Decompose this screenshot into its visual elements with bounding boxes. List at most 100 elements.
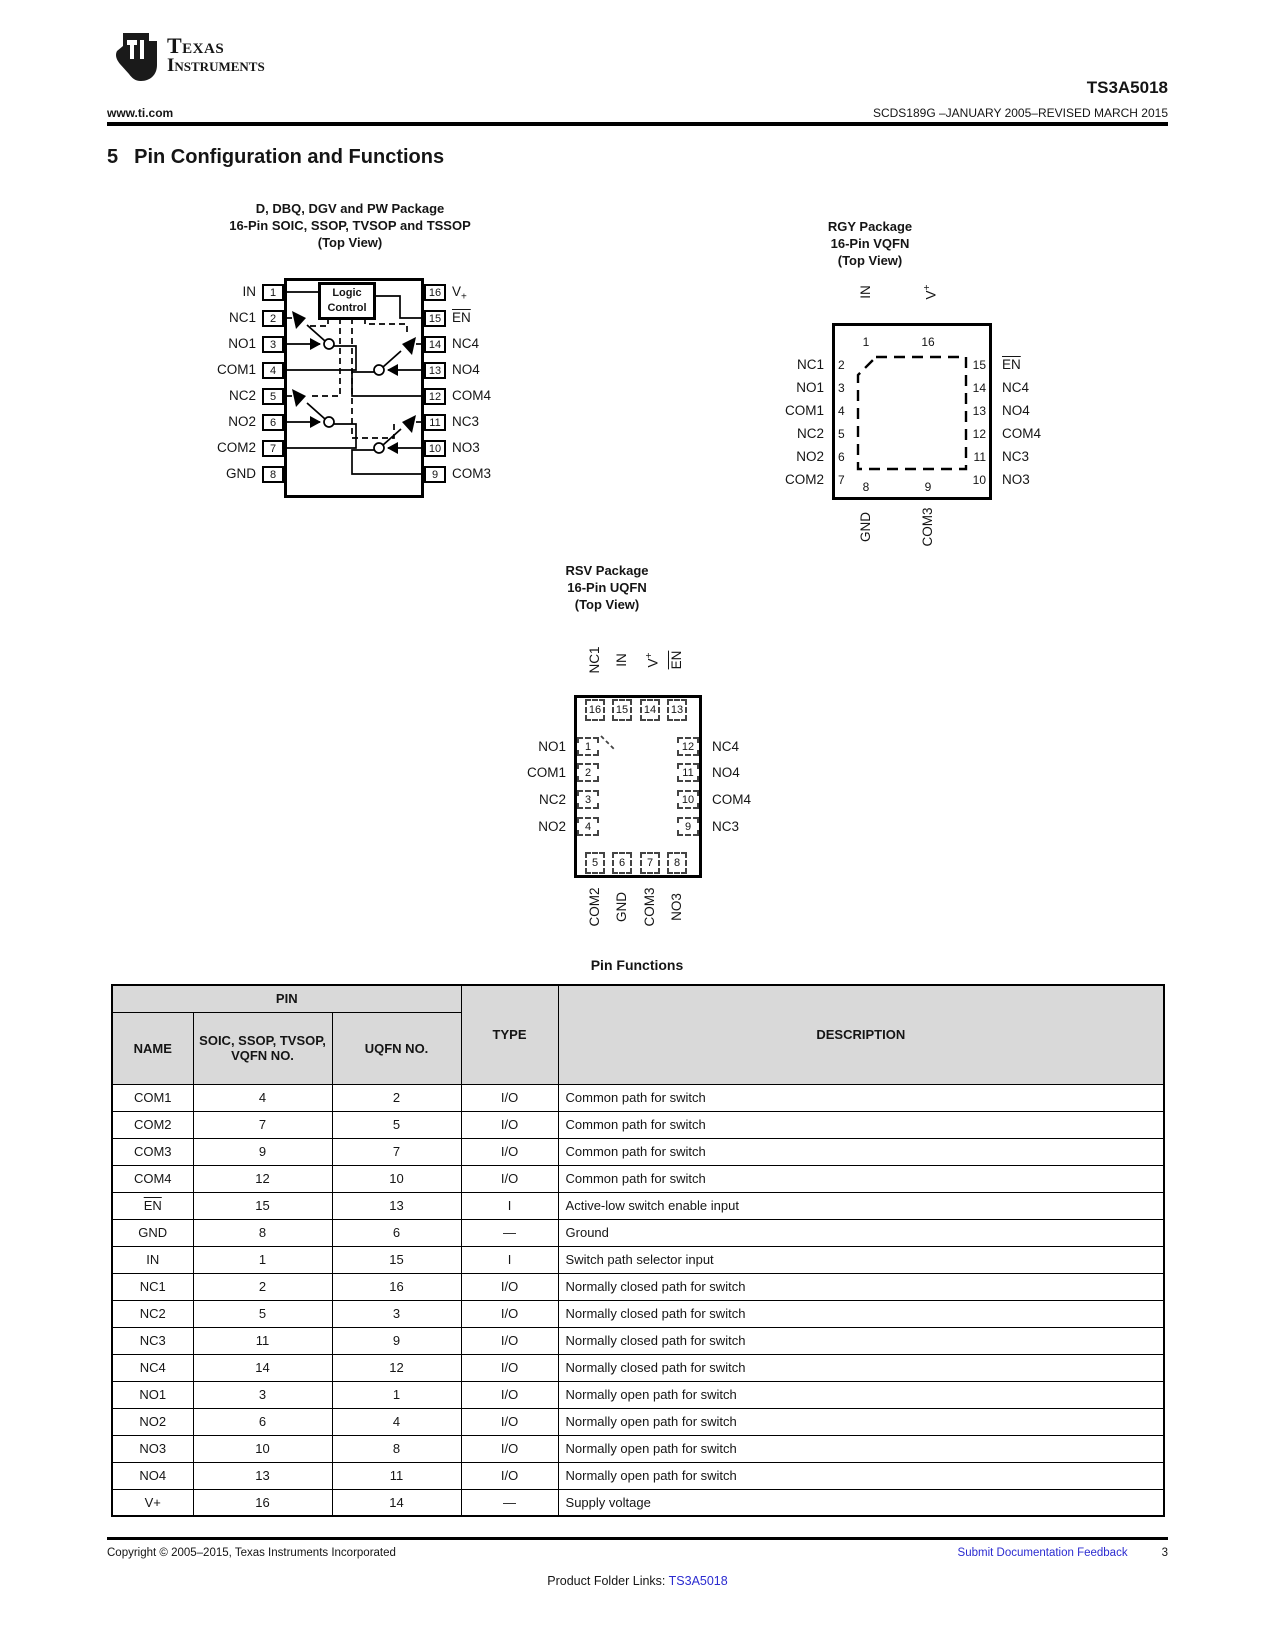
cell-uqfn-no: 1 — [331, 1380, 462, 1409]
cell-uqfn-no: 8 — [331, 1434, 462, 1463]
pin-label: COM2 — [784, 472, 824, 487]
pkg-title-line: 16-Pin UQFN — [567, 580, 647, 595]
cell-type: I/O — [460, 1164, 559, 1193]
soic-package-title: D, DBQ, DGV and PW Package 16-Pin SOIC, … — [160, 200, 540, 251]
pin-label: NC3 — [1002, 449, 1030, 464]
part-number: TS3A5018 — [1086, 78, 1168, 97]
page-number: 3 — [1161, 1547, 1168, 1559]
pin-pad: 16 — [585, 699, 605, 721]
cell-type: I/O — [460, 1434, 559, 1463]
copyright-notice: Copyright © 2005–2015, Texas Instruments… — [107, 1547, 396, 1559]
pin-number: 2 — [838, 358, 845, 372]
cell-type: I/O — [460, 1083, 559, 1112]
table-header-row: PIN TYPE DESCRIPTION — [111, 984, 1165, 1085]
pin-label: NC3 — [452, 414, 480, 429]
pin-label: NO3 — [1002, 472, 1030, 487]
cell-name: V+ — [111, 1488, 194, 1517]
pin-label: NO1 — [538, 739, 566, 754]
pin-pad: 1 — [577, 737, 599, 756]
pin-label: NO3 — [669, 893, 684, 921]
website-link[interactable]: www.ti.com — [107, 106, 174, 120]
pkg-title-line: (Top View) — [837, 253, 903, 268]
cell-description: Common path for switch — [557, 1110, 1165, 1139]
pin-number: 3 — [838, 381, 845, 395]
pin-label: V+ — [642, 628, 661, 692]
pin-box: 2 — [262, 310, 284, 327]
cell-description: Normally closed path for switch — [557, 1353, 1165, 1382]
ti-logo: Texas Instruments — [113, 30, 265, 84]
col-header-pin: PIN — [111, 984, 462, 1013]
cell-type: I/O — [460, 1137, 559, 1166]
pin-label: NC1 — [228, 310, 256, 325]
pin-box: 5 — [262, 388, 284, 405]
pin-label: NO1 — [796, 380, 824, 395]
cell-name: NC2 — [111, 1299, 194, 1328]
pin-pad: 2 — [577, 763, 599, 782]
pin-label: NC3 — [712, 819, 740, 834]
pin-label: COM2 — [587, 887, 602, 927]
pin-box: 7 — [262, 440, 284, 457]
product-folder-links: Product Folder Links: TS3A5018 — [0, 1574, 1275, 1588]
pin-functions-title: Pin Functions — [590, 957, 684, 973]
col-header-description: DESCRIPTION — [557, 984, 1165, 1085]
pin-box: 13 — [424, 362, 446, 379]
logic-label: Logic — [332, 287, 362, 299]
cell-uqfn-no: 2 — [331, 1083, 462, 1112]
cell-name: EN — [111, 1191, 194, 1220]
footer-rule — [107, 1537, 1168, 1540]
pin-box: 12 — [424, 388, 446, 405]
pin-label: NC2 — [796, 426, 824, 441]
cell-description: Common path for switch — [557, 1137, 1165, 1166]
cell-soic-no: 11 — [192, 1326, 333, 1355]
cell-uqfn-no: 6 — [331, 1218, 462, 1247]
cell-description: Common path for switch — [557, 1164, 1165, 1193]
pin-label: NO4 — [712, 765, 740, 780]
pkg-title-line: (Top View) — [574, 597, 640, 612]
pin-label: NC4 — [1002, 380, 1030, 395]
col-header-uqfn-no: UQFN NO. — [331, 1011, 462, 1085]
brand-texas: Texas — [167, 33, 225, 58]
cell-description: Common path for switch — [557, 1083, 1165, 1112]
pin-label: COM4 — [1002, 426, 1042, 441]
cell-uqfn-no: 14 — [331, 1488, 462, 1517]
pin-label: COM3 — [642, 887, 657, 927]
pin-box: 1 — [262, 284, 284, 301]
cell-name: NC4 — [111, 1353, 194, 1382]
cell-type: — — [460, 1488, 559, 1517]
cell-uqfn-no: 7 — [331, 1137, 462, 1166]
cell-type: I/O — [460, 1407, 559, 1436]
footer-right: Submit Documentation Feedback 3 — [958, 1547, 1168, 1559]
pin-pad: 12 — [677, 737, 699, 756]
cell-description: Normally closed path for switch — [557, 1299, 1165, 1328]
pin-pad: 3 — [577, 790, 599, 809]
pin-pad: 7 — [640, 852, 660, 874]
pin-box: 9 — [424, 466, 446, 483]
pin-label: COM2 — [216, 440, 256, 455]
pin-label: GND — [226, 466, 256, 481]
pin-number: 9 — [924, 480, 932, 494]
cell-description: Ground — [557, 1218, 1165, 1247]
pin-number: 15 — [972, 358, 986, 372]
pin-label: GND — [858, 512, 873, 542]
pin-label: COM1 — [216, 362, 256, 377]
pin-functions-table: PIN TYPE DESCRIPTION NAME SOIC, SSOP, TV… — [111, 984, 1166, 1517]
pin-pad: 4 — [577, 817, 599, 836]
product-part-link[interactable]: TS3A5018 — [668, 1574, 728, 1588]
pin-number: 14 — [972, 381, 986, 395]
pin-label: EN — [452, 310, 471, 326]
vqfn-package-diagram: RGY Package 16-Pin VQFN (Top View) IN V+… — [770, 215, 1200, 560]
pin-label: NC4 — [452, 336, 480, 351]
cell-soic-no: 3 — [192, 1380, 333, 1409]
cell-soic-no: 5 — [192, 1299, 333, 1328]
submit-feedback-link[interactable]: Submit Documentation Feedback — [957, 1547, 1128, 1559]
pin-number: 13 — [972, 404, 986, 418]
cell-name: NC3 — [111, 1326, 194, 1355]
cell-name: NO3 — [111, 1434, 194, 1463]
pin-label: NO4 — [1002, 403, 1030, 418]
